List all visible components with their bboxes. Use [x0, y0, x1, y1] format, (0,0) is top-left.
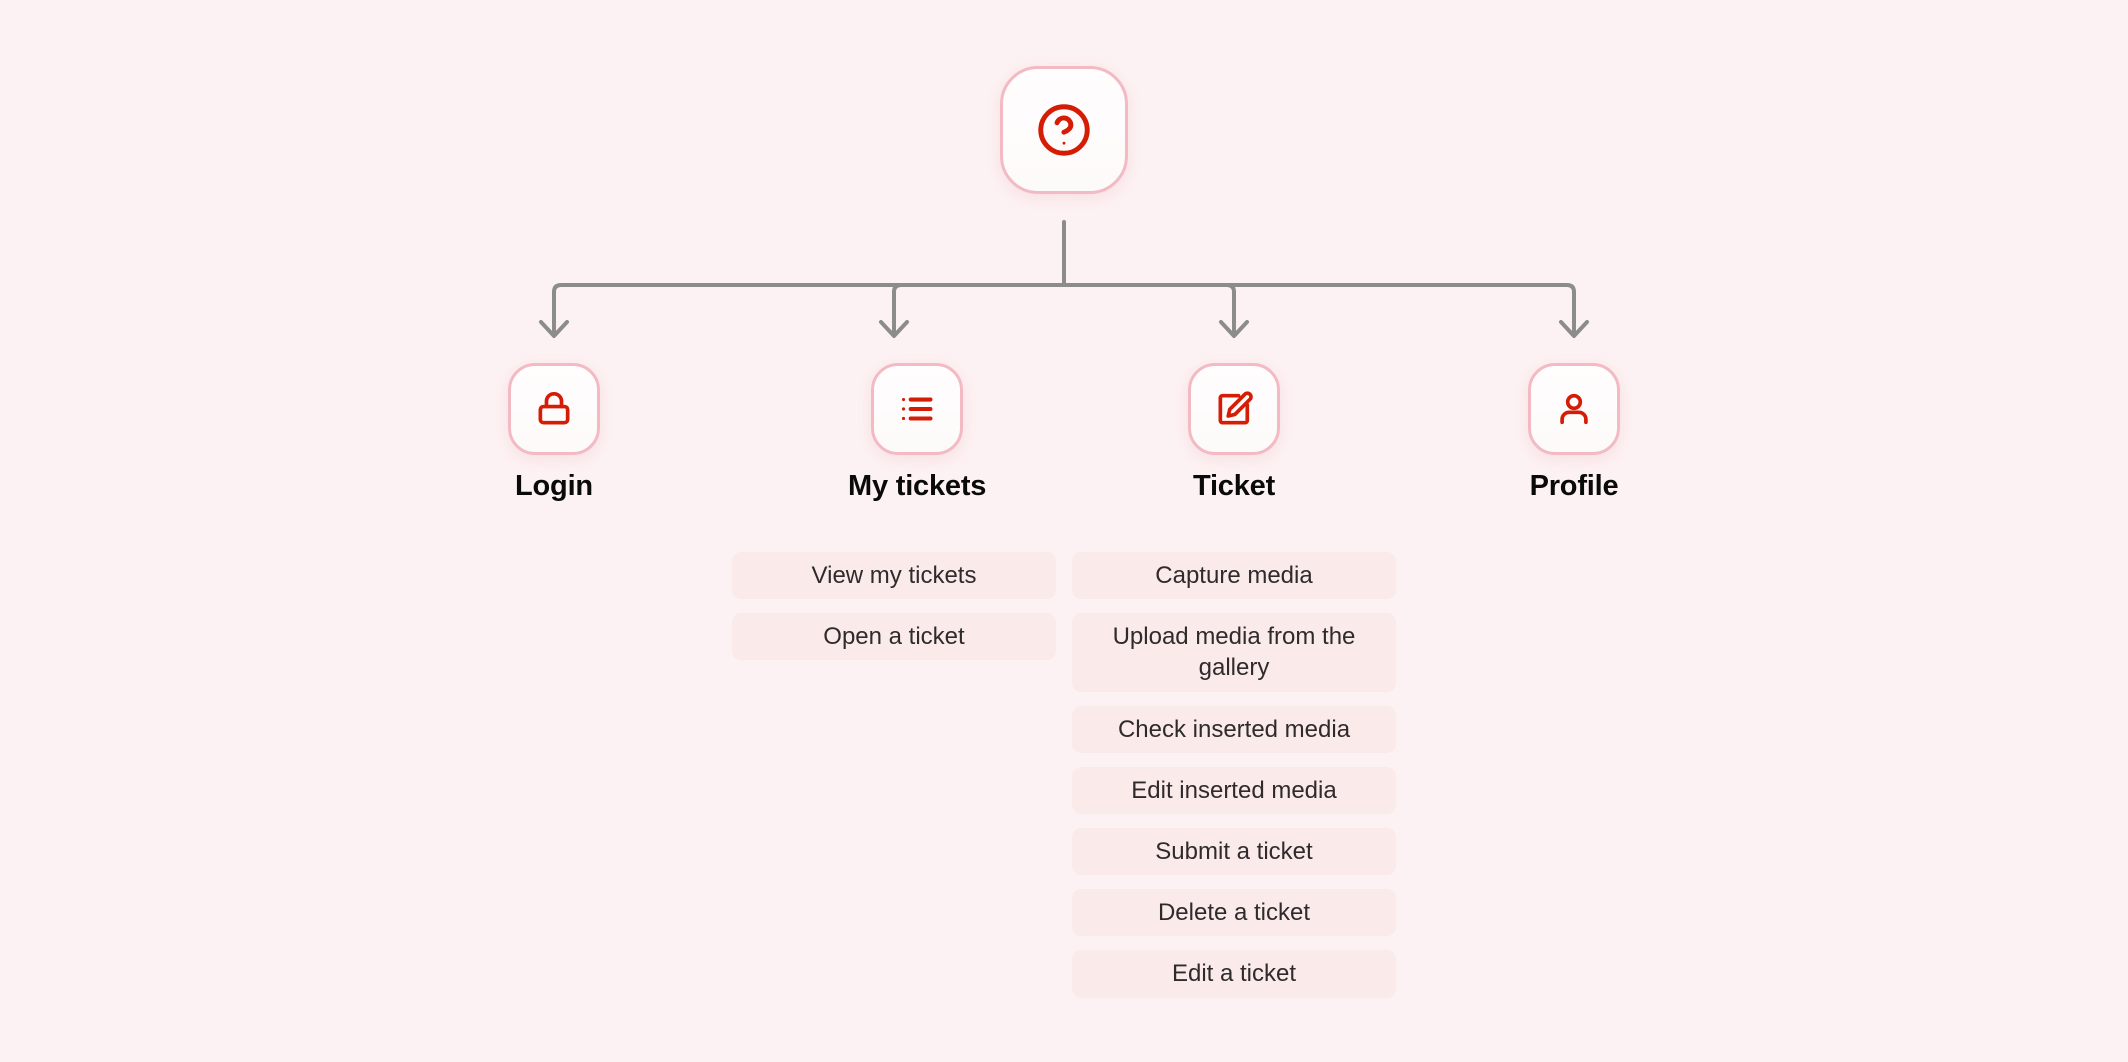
node-ticket-label: Ticket	[1192, 470, 1276, 502]
node-login-label: Login	[515, 470, 593, 502]
connector-bus-left	[552, 283, 1066, 299]
node-profile-label: Profile	[1529, 470, 1619, 502]
node-profile-card[interactable]	[1528, 363, 1620, 455]
connector-bus-midright	[1062, 283, 1236, 299]
root-node-card[interactable]	[1000, 66, 1128, 194]
question-mark-circle-icon	[1033, 99, 1095, 161]
arrowhead-profile	[1559, 320, 1589, 338]
node-my-tickets-label: My tickets	[848, 470, 987, 502]
list-item[interactable]: Edit inserted media	[1072, 766, 1396, 814]
list-item[interactable]: Open a ticket	[732, 613, 1056, 661]
node-login[interactable]: Login	[508, 363, 600, 503]
arrowhead-ticket	[1219, 320, 1249, 338]
arrowhead-my-tickets	[879, 320, 909, 338]
list-item[interactable]: Submit a ticket	[1072, 827, 1396, 876]
list-item[interactable]: View my tickets	[732, 552, 1056, 600]
node-ticket[interactable]: Ticket	[1188, 363, 1280, 503]
list-item[interactable]: Delete a ticket	[1072, 889, 1396, 937]
bulleted-list-icon	[896, 388, 938, 430]
list-item[interactable]: Edit a ticket	[1072, 950, 1396, 998]
list-item[interactable]: Upload media from the gallery	[1072, 613, 1396, 692]
root-node[interactable]	[1000, 66, 1128, 194]
pill-column-my-tickets: View my tickets Open a ticket	[732, 552, 1056, 661]
node-profile[interactable]: Profile	[1528, 363, 1620, 503]
edit-square-icon	[1213, 388, 1255, 430]
node-my-tickets[interactable]: My tickets	[848, 363, 986, 503]
node-my-tickets-card[interactable]	[871, 363, 964, 455]
user-person-icon	[1553, 388, 1595, 430]
node-ticket-card[interactable]	[1188, 363, 1280, 455]
list-item[interactable]: Check inserted media	[1072, 705, 1396, 753]
pill-column-ticket: Capture media Upload media from the gall…	[1072, 552, 1396, 998]
connector-bus-right	[1062, 283, 1576, 299]
arrowhead-login	[539, 320, 569, 338]
lock-icon	[533, 388, 575, 430]
connector-bus-midleft	[892, 283, 1066, 299]
list-item[interactable]: Capture media	[1072, 552, 1396, 600]
node-login-card[interactable]	[508, 363, 600, 455]
